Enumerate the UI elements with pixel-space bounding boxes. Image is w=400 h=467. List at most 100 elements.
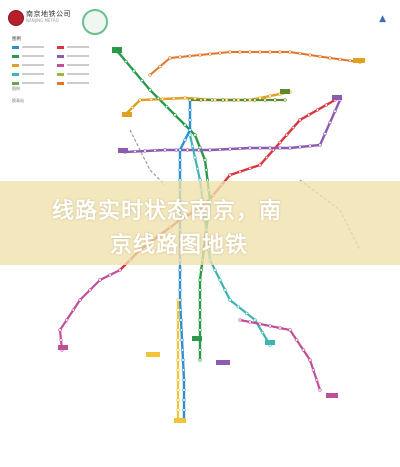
legend-swatch xyxy=(57,63,64,67)
station-dot xyxy=(318,143,322,147)
legend-item xyxy=(12,53,44,59)
station-dot xyxy=(307,113,311,117)
station-dot xyxy=(323,132,327,136)
station-dot xyxy=(245,311,249,315)
station-dot xyxy=(248,166,252,170)
station-dot xyxy=(295,338,299,342)
station-dot xyxy=(188,118,192,122)
station-dot xyxy=(308,144,312,148)
station-dot xyxy=(278,140,282,145)
line-tag xyxy=(216,360,230,365)
station-dot xyxy=(180,348,185,352)
station-dot xyxy=(288,328,292,332)
line-tag xyxy=(192,336,202,341)
line-tag xyxy=(326,393,338,398)
station-dot xyxy=(178,278,182,282)
station-dot xyxy=(65,318,69,322)
station-dot xyxy=(188,54,192,58)
line-4 xyxy=(124,99,342,154)
station-dot xyxy=(193,97,197,101)
station-dot xyxy=(138,98,142,102)
station-dot xyxy=(248,320,252,324)
station-dot xyxy=(258,163,262,167)
station-dot xyxy=(253,318,257,322)
station-dot xyxy=(176,348,180,352)
line-s3 xyxy=(239,318,322,391)
legend-title: 图例 xyxy=(12,37,21,42)
station-dot xyxy=(198,348,202,352)
legend-item xyxy=(57,53,89,59)
station-dot xyxy=(258,146,262,150)
legend-swatch xyxy=(12,81,19,85)
station-dot xyxy=(176,378,180,382)
legend-item xyxy=(12,71,44,77)
station-dot xyxy=(232,98,236,102)
station-dot xyxy=(243,98,247,102)
station-dot xyxy=(58,328,62,332)
legend-label xyxy=(67,46,89,48)
station-dot xyxy=(210,98,214,102)
line-west xyxy=(58,269,121,351)
station-dot xyxy=(179,318,183,322)
legend-swatch xyxy=(12,63,19,67)
station-dot xyxy=(318,54,322,59)
station-dot xyxy=(324,103,328,107)
station-dot xyxy=(268,146,272,150)
station-dot xyxy=(333,109,337,113)
station-dot xyxy=(268,50,272,54)
station-dot xyxy=(176,308,180,312)
station-dot xyxy=(178,148,182,152)
station-dot xyxy=(178,168,182,172)
station-dot xyxy=(188,98,192,102)
station-dot xyxy=(195,167,200,171)
legend-swatch xyxy=(12,45,19,49)
station-dot xyxy=(188,128,192,132)
station-dot xyxy=(248,146,252,150)
legend-key: 换乘站 xyxy=(12,98,24,103)
station-dot xyxy=(183,123,187,127)
station-dot xyxy=(182,398,186,402)
station-dot xyxy=(298,51,302,56)
station-dot xyxy=(172,96,176,101)
line-tag xyxy=(118,148,128,153)
line-tag xyxy=(332,95,342,100)
line-connector xyxy=(129,129,166,186)
line-tag xyxy=(146,352,160,357)
station-dot xyxy=(173,113,177,117)
station-dot xyxy=(124,59,128,64)
station-dot xyxy=(148,73,152,77)
station-dot xyxy=(301,348,305,352)
station-dot xyxy=(208,148,212,152)
title-banner: 线路实时状态南京，南 京线路图地铁 xyxy=(0,181,400,265)
station-dot xyxy=(298,145,302,149)
station-dot xyxy=(238,50,242,54)
station-dot xyxy=(178,268,182,272)
station-dot xyxy=(199,98,203,102)
legend-label xyxy=(67,82,89,84)
station-dot xyxy=(198,278,202,282)
station-dot xyxy=(133,149,137,154)
line-tag xyxy=(174,418,186,423)
legend-label xyxy=(22,55,44,57)
banner-line-1: 线路实时状态南京，南 xyxy=(52,199,283,224)
line-tag xyxy=(280,89,290,94)
station-dot xyxy=(315,378,319,382)
station-dot xyxy=(185,148,190,152)
station-dot xyxy=(238,146,242,151)
station-dot xyxy=(198,308,202,312)
station-dot xyxy=(236,305,240,309)
station-dot xyxy=(238,170,242,174)
legend-label xyxy=(67,55,89,57)
station-dot xyxy=(176,338,180,342)
station-dot xyxy=(221,98,225,102)
legend-label xyxy=(22,46,44,48)
legend-swatch xyxy=(12,54,19,58)
station-dot xyxy=(118,268,122,272)
station-dot xyxy=(176,358,180,362)
station-dot xyxy=(258,50,262,54)
station-dot xyxy=(132,69,136,73)
station-dot xyxy=(308,53,312,57)
station-dot xyxy=(298,118,302,122)
station-dot xyxy=(130,105,135,110)
legend-swatch xyxy=(57,81,64,85)
